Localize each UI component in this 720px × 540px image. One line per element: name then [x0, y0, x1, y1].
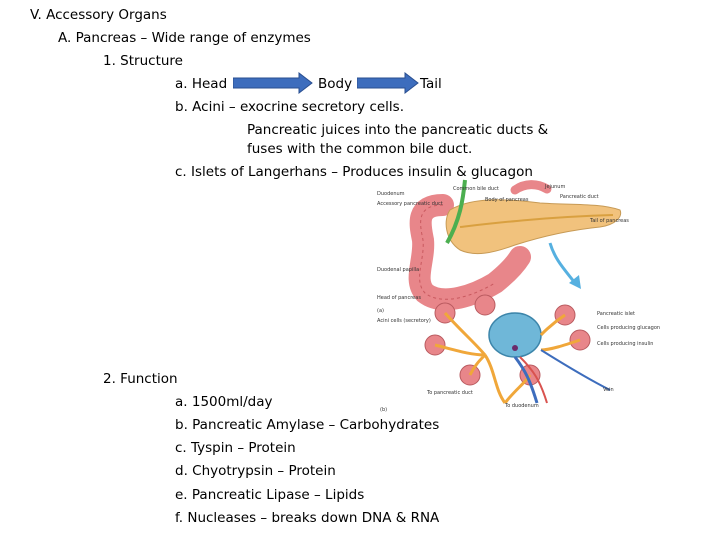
label-fig-b: (b): [380, 407, 388, 413]
structure-tail: Tail: [420, 76, 442, 92]
structure-acini: b. Acini – exocrine secretory cells.: [175, 99, 404, 115]
function-item: e. Pancreatic Lipase – Lipids: [175, 487, 365, 503]
head-to-body-arrow: [233, 72, 313, 94]
label-fig-a: (a): [377, 308, 384, 314]
label-tail-of-pancreas: Tail of pancreas: [590, 218, 629, 224]
acini-note-line1: Pancreatic juices into the pancreatic du…: [247, 122, 549, 138]
pancreas-illustration: [408, 179, 622, 404]
label-acinar-cells: Acini cells (secretory): [377, 318, 431, 324]
label-duodenal-papilla: Duodenal papilla: [377, 267, 420, 273]
label-vein: Vein: [603, 387, 614, 393]
label-to-duodenum: To duodenum: [505, 403, 539, 409]
body-to-tail-arrow: [357, 72, 419, 94]
structure-body: Body: [318, 76, 353, 92]
structure-islets: c. Islets of Langerhans – Produces insul…: [175, 164, 533, 180]
structure-heading: 1. Structure: [103, 53, 183, 69]
topic-heading: A. Pancreas – Wide range of enzymes: [58, 30, 311, 46]
label-accessory-duct: Accessory pancreatic duct: [377, 201, 443, 207]
function-item: f. Nucleases – breaks down DNA & RNA: [175, 510, 440, 526]
function-item: c. Tyspin – Protein: [175, 440, 296, 456]
pancreas-diagram: Common bile duct Jejunum Duodenum Access…: [365, 165, 660, 415]
acini-note-line2: fuses with the common bile duct.: [247, 141, 473, 157]
label-common-bile-duct: Common bile duct: [453, 186, 499, 192]
label-to-pancreatic-duct: To pancreatic duct: [427, 390, 473, 396]
function-item: d. Chyotrypsin – Protein: [175, 463, 336, 479]
label-cells-insulin: Cells producing insulin: [597, 341, 654, 347]
structure-head: a. Head: [175, 76, 228, 92]
label-jejunum: Jejunum: [545, 184, 566, 190]
function-item: b. Pancreatic Amylase – Carbohydrates: [175, 417, 440, 433]
function-item: a. 1500ml/day: [175, 394, 273, 410]
function-heading: 2. Function: [103, 371, 178, 387]
label-head-of-pancreas: Head of pancreas: [377, 295, 421, 301]
label-pancreatic-islet: Pancreatic islet: [597, 311, 635, 317]
label-body-of-pancreas: Body of pancreas: [485, 197, 529, 203]
label-pancreatic-duct: Pancreatic duct: [560, 194, 599, 200]
label-cells-glucagon: Cells producing glucagon: [597, 325, 661, 331]
label-duodenum: Duodenum: [377, 191, 405, 197]
section-heading: V. Accessory Organs: [30, 7, 167, 23]
